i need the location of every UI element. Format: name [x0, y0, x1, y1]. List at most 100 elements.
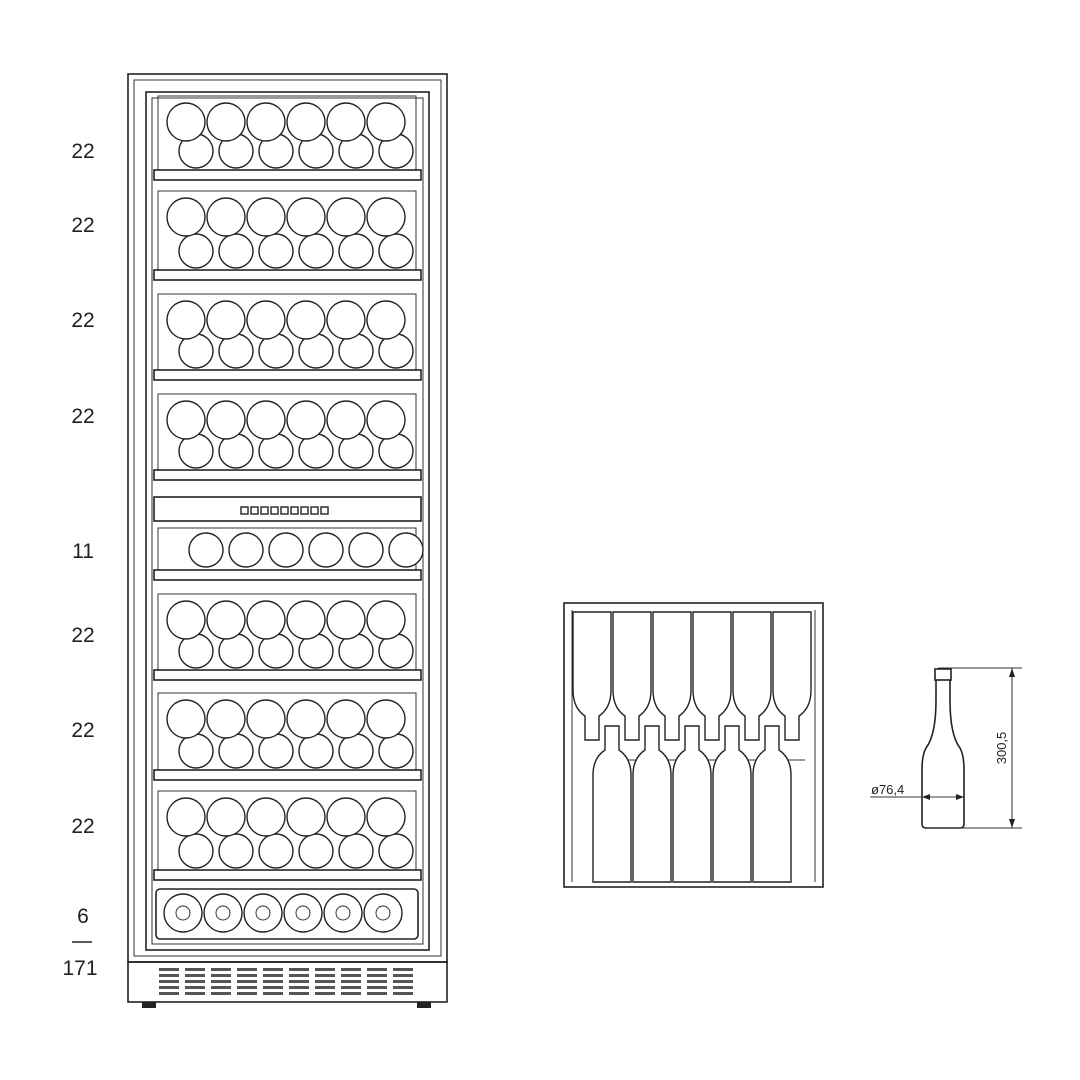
- bottle-back: [298, 733, 334, 769]
- vent-slot: [289, 980, 309, 983]
- wine-shelf: [153, 190, 422, 281]
- vent-slot: [211, 992, 231, 995]
- vent-slot: [237, 974, 257, 977]
- bottle-front: [206, 699, 246, 739]
- bottle-back: [378, 733, 414, 769]
- shelf-rail: [153, 869, 422, 881]
- bottom-drawer: [155, 888, 419, 940]
- control-button-icon: [290, 506, 299, 515]
- vent-slot: [159, 974, 179, 977]
- wine-shelf: [153, 790, 422, 881]
- bottle-bottom: [283, 893, 323, 933]
- wine-shelf: [153, 95, 422, 181]
- bottle-front: [366, 300, 406, 340]
- bottle-front: [166, 197, 206, 237]
- bottle: [188, 532, 224, 568]
- wine-shelf: [153, 393, 422, 481]
- bottle-upright: [672, 725, 712, 883]
- bottle-back: [178, 233, 214, 269]
- vent-slot: [159, 992, 179, 995]
- shelf-rail: [153, 369, 422, 381]
- control-button-icon: [310, 506, 319, 515]
- bottle: [308, 532, 344, 568]
- vent-slot: [367, 980, 387, 983]
- bottle-punt: [255, 905, 271, 921]
- shelf-rail: [153, 569, 422, 581]
- bottle-front: [326, 699, 366, 739]
- shelf-capacity-label: 22: [71, 140, 94, 163]
- vent-slot: [159, 980, 179, 983]
- base-kickplate: [127, 961, 448, 1003]
- vent-slot: [289, 992, 309, 995]
- bottle-back: [378, 833, 414, 869]
- vent-slot: [393, 986, 413, 989]
- bottle-front: [166, 699, 206, 739]
- side-view-shelf: [563, 602, 824, 888]
- bottle-upright: [632, 725, 672, 883]
- vent-slot: [185, 992, 205, 995]
- bottle-punt: [215, 905, 231, 921]
- bottle-punt: [295, 905, 311, 921]
- bottle-back: [218, 833, 254, 869]
- vent-slot: [159, 986, 179, 989]
- vent-slot: [237, 986, 257, 989]
- vent-slot: [315, 986, 335, 989]
- bottle-front: [166, 600, 206, 640]
- bottle-upright: [752, 725, 792, 883]
- bottle-bottom: [163, 893, 203, 933]
- vent-slot: [185, 974, 205, 977]
- bottle-inverted: [572, 611, 612, 741]
- vent-slot: [185, 968, 205, 971]
- bottle-back: [298, 833, 334, 869]
- bottle-front: [246, 699, 286, 739]
- bottle-front: [326, 300, 366, 340]
- control-button-icon: [280, 506, 289, 515]
- vent-slot: [263, 968, 283, 971]
- vent-slot: [393, 992, 413, 995]
- bottle-punt: [375, 905, 391, 921]
- bottle-back: [338, 233, 374, 269]
- bottle-inverted: [652, 611, 692, 741]
- bottle-punt: [175, 905, 191, 921]
- shelf-rail: [153, 169, 422, 181]
- bottle: [268, 532, 304, 568]
- shelf-capacity-label: 22: [71, 405, 94, 428]
- bottle-inverted: [692, 611, 732, 741]
- bottle-front: [366, 699, 406, 739]
- vent-slot: [289, 968, 309, 971]
- vent-slot: [367, 992, 387, 995]
- bottle-back: [178, 733, 214, 769]
- bottle-back: [258, 233, 294, 269]
- vent-slot: [393, 980, 413, 983]
- vent-slot: [185, 980, 205, 983]
- bottle-front: [166, 400, 206, 440]
- bottle-back: [258, 733, 294, 769]
- bottle: [228, 532, 264, 568]
- bottle-front: [326, 197, 366, 237]
- vent-slot: [315, 974, 335, 977]
- shelf-capacity-label: 22: [71, 214, 94, 237]
- bottle-bottom: [363, 893, 403, 933]
- vent-slot: [185, 986, 205, 989]
- control-button-icon: [320, 506, 329, 515]
- bottle-front: [246, 300, 286, 340]
- vent-slot: [393, 968, 413, 971]
- shelf-capacity-label: 11: [72, 540, 94, 563]
- foot-right: [417, 1002, 431, 1008]
- wine-shelf: [153, 692, 422, 781]
- bottle-front: [246, 197, 286, 237]
- bottle-inverted: [732, 611, 772, 741]
- shelf-capacity-label: 22: [71, 719, 94, 742]
- bottle-front: [246, 600, 286, 640]
- shelf-rail: [153, 769, 422, 781]
- wine-shelf: [153, 593, 422, 681]
- wine-shelf: [153, 293, 422, 381]
- bottle-front: [286, 400, 326, 440]
- shelf-capacity-label: 22: [71, 309, 94, 332]
- control-panel: [153, 496, 422, 522]
- bottle-front: [166, 797, 206, 837]
- vent-slot: [315, 992, 335, 995]
- vent-slot: [289, 986, 309, 989]
- bottle-inverted: [772, 611, 812, 741]
